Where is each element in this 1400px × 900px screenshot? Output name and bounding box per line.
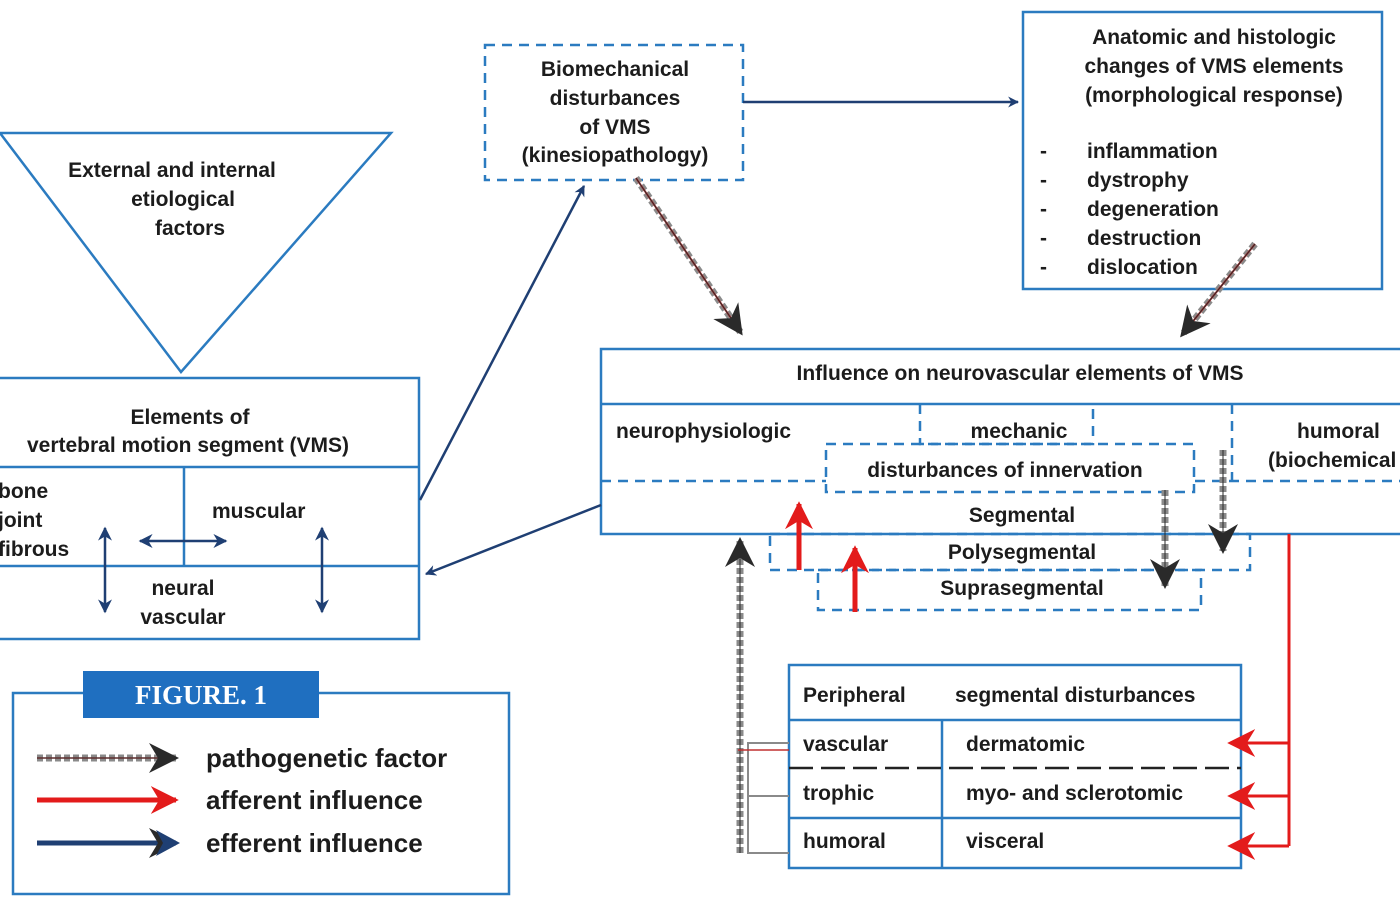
figure-badge-label: FIGURE. 1: [135, 680, 267, 710]
etiology-line-3: factors: [155, 217, 225, 240]
peripheral-table: Peripheral segmental disturbances vascul…: [787, 663, 1243, 870]
peripheral-header-left: Peripheral: [803, 684, 906, 707]
arrow-biomech-to-influence: [633, 176, 744, 336]
peripheral-row-trophic: trophic: [803, 782, 874, 805]
influence-innervation: disturbances of innervation: [867, 459, 1142, 482]
anatomic-title-2: changes of VMS elements: [1084, 55, 1343, 78]
peripheral-row-dermatomic: dermatomic: [966, 733, 1085, 756]
anatomic-item: inflammation: [1087, 140, 1218, 163]
legend-afferent: afferent influence: [37, 785, 423, 815]
influence-title: Influence on neurovascular elements of V…: [797, 362, 1244, 385]
vms-title-line-1: Elements of: [130, 406, 250, 429]
influence-polysegmental: Polysegmental: [948, 541, 1096, 564]
anatomic-title-3: (morphological response): [1085, 84, 1343, 107]
anatomic-bullet: -: [1040, 140, 1047, 163]
peripheral-header-right: segmental disturbances: [955, 684, 1195, 707]
influence-humoral: humoral: [1297, 420, 1380, 443]
anatomic-item: degeneration: [1087, 198, 1219, 221]
arrow-influence-to-vms: [424, 503, 602, 576]
biomech-line-4: (kinesiopathology): [522, 144, 709, 167]
legend: FIGURE. 1 pathogenetic factor afferent i…: [11, 671, 511, 896]
vms-joint: joint: [0, 509, 42, 532]
legend-pathogenetic-label: pathogenetic factor: [206, 743, 447, 773]
biomech-node: Biomechanical disturbances of VMS (kines…: [483, 43, 745, 182]
peripheral-row-vascular: vascular: [803, 733, 888, 756]
arrow-peripheral-to-influence: [725, 537, 789, 854]
arrow-anatomic-to-influence: [1179, 241, 1258, 338]
vms-muscular: muscular: [212, 500, 305, 523]
anatomic-bullet: -: [1040, 198, 1047, 221]
vms-bone: bone: [0, 480, 48, 503]
anatomic-node: Anatomic and histologic changes of VMS e…: [1021, 10, 1384, 291]
legend-afferent-label: afferent influence: [206, 785, 423, 815]
anatomic-item: destruction: [1087, 227, 1201, 250]
figure-badge: [83, 671, 319, 718]
vms-vascular: vascular: [140, 606, 225, 629]
legend-efferent-label: efferent influence: [206, 828, 423, 858]
influence-neurophysiologic: neurophysiologic: [616, 420, 791, 443]
arrow-influence-to-peripheral: [1227, 534, 1291, 860]
legend-efferent: efferent influence: [37, 828, 423, 858]
etiology-node: External and internal etiological factor…: [0, 131, 394, 374]
vms-title-line-2: vertebral motion segment (VMS): [27, 434, 349, 457]
etiology-line-2: etiological: [131, 188, 235, 211]
anatomic-item: dislocation: [1087, 256, 1198, 279]
anatomic-bullet: -: [1040, 169, 1047, 192]
biomech-line-2: disturbances: [550, 87, 681, 110]
vms-fibrous: fibrous: [0, 538, 69, 561]
influence-suprasegmental: Suprasegmental: [940, 577, 1103, 600]
arrow-vms-to-biomech: [418, 185, 586, 501]
influence-node: Influence on neurovascular elements of V…: [599, 347, 1400, 612]
vms-node: Elements of vertebral motion segment (VM…: [0, 376, 421, 641]
biomech-line-1: Biomechanical: [541, 58, 689, 81]
legend-pathogenetic: pathogenetic factor: [37, 743, 447, 773]
anatomic-bullet: -: [1040, 227, 1047, 250]
vms-neural: neural: [151, 577, 214, 600]
etiology-line-1: External and internal: [68, 159, 276, 182]
anatomic-item: dystrophy: [1087, 169, 1189, 192]
biomech-line-3: of VMS: [579, 116, 650, 139]
influence-mechanic: mechanic: [971, 420, 1068, 443]
influence-segmental: Segmental: [969, 504, 1075, 527]
anatomic-title-1: Anatomic and histologic: [1092, 26, 1336, 49]
anatomic-bullet: -: [1040, 256, 1047, 279]
peripheral-row-sclerotomic: myo- and sclerotomic: [966, 782, 1183, 805]
peripheral-row-visceral: visceral: [966, 830, 1044, 853]
influence-biochemical: (biochemical: [1268, 449, 1396, 472]
peripheral-row-humoral: humoral: [803, 830, 886, 853]
